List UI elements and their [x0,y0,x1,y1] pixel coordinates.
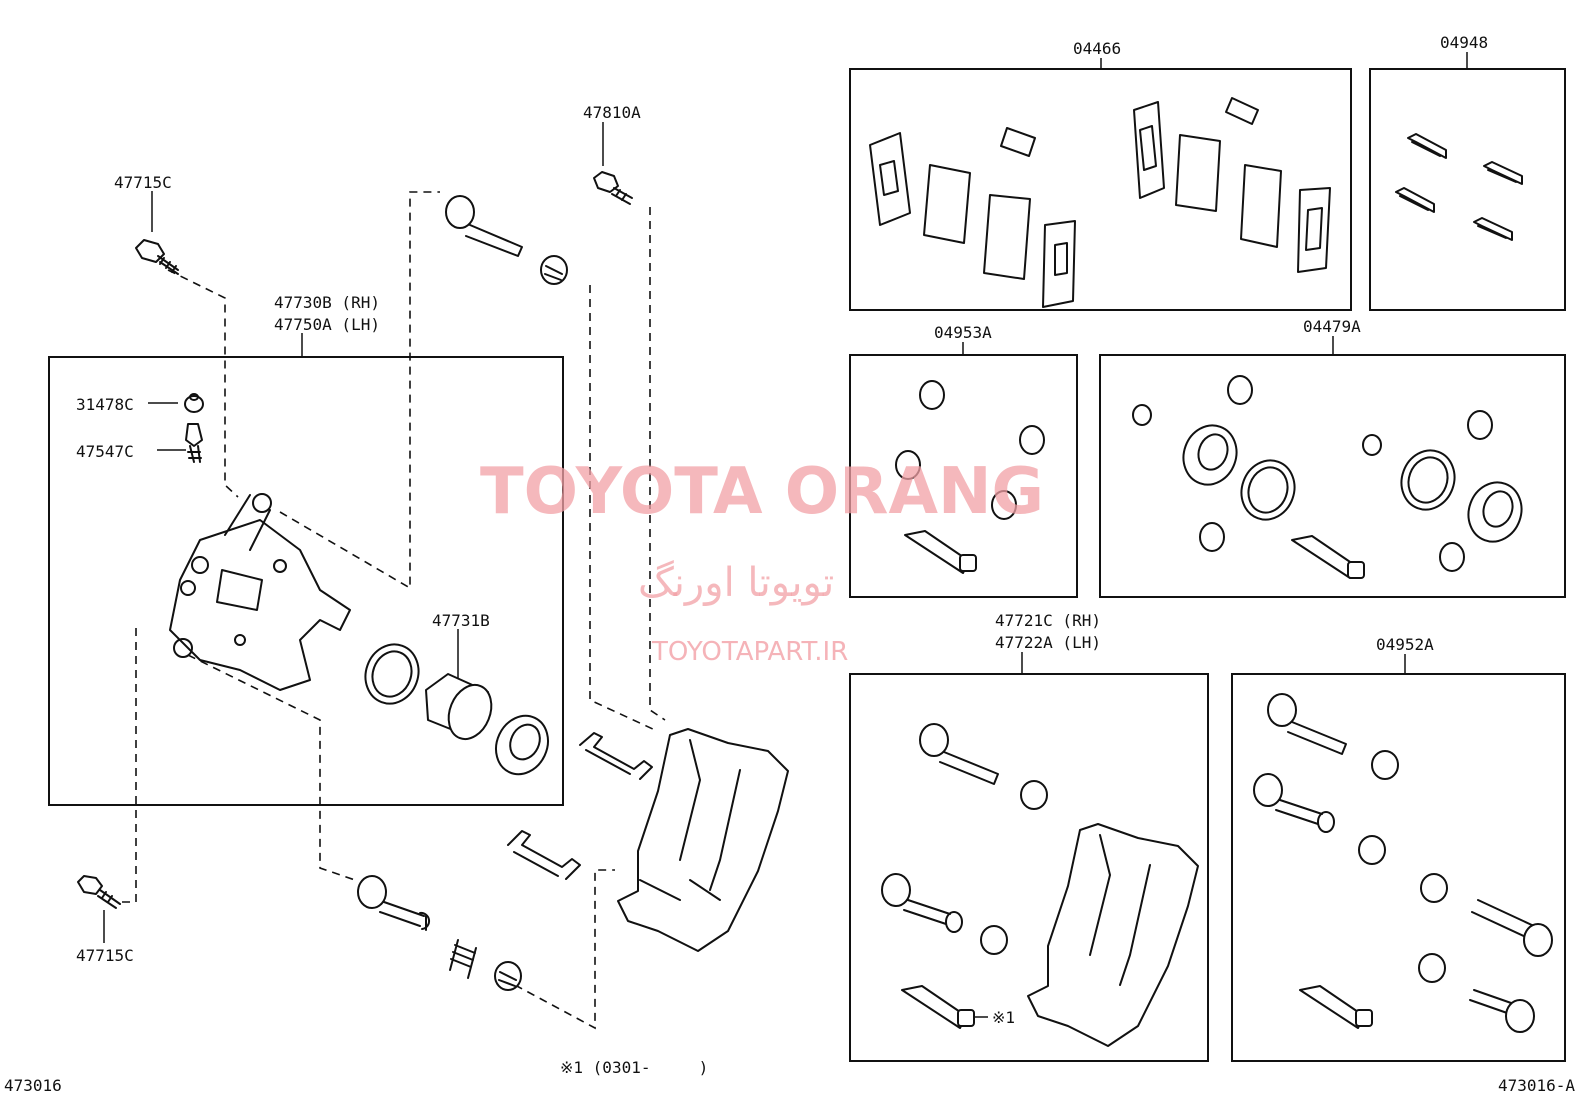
diagram-id-left: 473016 [4,1076,62,1095]
label-04466: 04466 [1073,39,1121,58]
slide-pin-kit [1253,693,1553,1033]
piston-boot [495,714,549,776]
label-47715c-bottom: 47715C [76,946,134,965]
pin-boot-top [540,255,568,285]
label-caliper-lh: 47750A (LH) [274,315,380,334]
piston-seal [364,643,420,705]
label-04479a: 04479A [1303,317,1361,336]
watermark-brand: TOYOTA ORANG [480,455,1044,529]
anti-squeal-shims [1395,133,1523,241]
seal-kit-b [1132,375,1523,579]
slide-pin-bottom [357,875,431,931]
label-47547c: 47547C [76,442,134,461]
bolt-47715c-bottom [77,875,121,909]
label-04952a: 04952A [1376,635,1434,654]
watermark-brand-fa: تویوتا اورنگ [638,560,834,606]
pad-clip-upper [579,732,653,780]
label-mounting-lh: 47722A (LH) [995,633,1101,652]
label-47810a: 47810A [583,103,641,122]
bleeder-plug [185,423,203,463]
label-mounting-rh: 47721C (RH) [995,611,1101,630]
bleeder-cap [184,393,204,413]
bolt-47715c-top [135,239,179,275]
pin-boot-bottom [494,961,522,991]
label-47731b: 47731B [432,611,490,630]
slide-pin-kit-box [1231,673,1566,1062]
label-31478c: 31478C [76,395,134,414]
pin-spring [449,939,477,979]
caliper-mounting-kit [881,723,1199,1047]
diagram-id-right: 473016-A [1498,1076,1575,1095]
label-04948: 04948 [1440,33,1488,52]
caliper-assembly-box [48,356,564,806]
brake-pads [869,97,1331,308]
bolt-47810a [593,171,633,205]
footnote: ※1 (0301- ) [560,1058,708,1077]
slide-pin-top [445,195,523,257]
watermark-site: TOYOTAPART.IR [651,637,848,667]
label-caliper-rh: 47730B (RH) [274,293,380,312]
mounting-box [849,673,1209,1062]
note-marker: ※1 [992,1008,1015,1027]
label-04953a: 04953A [934,323,992,342]
caliper-body [169,493,351,691]
caliper-mounting-left [617,728,789,952]
piston [425,673,493,741]
pad-clip-lower [507,830,581,880]
label-47715c-top: 47715C [114,173,172,192]
boot-kit-a [895,380,1045,574]
